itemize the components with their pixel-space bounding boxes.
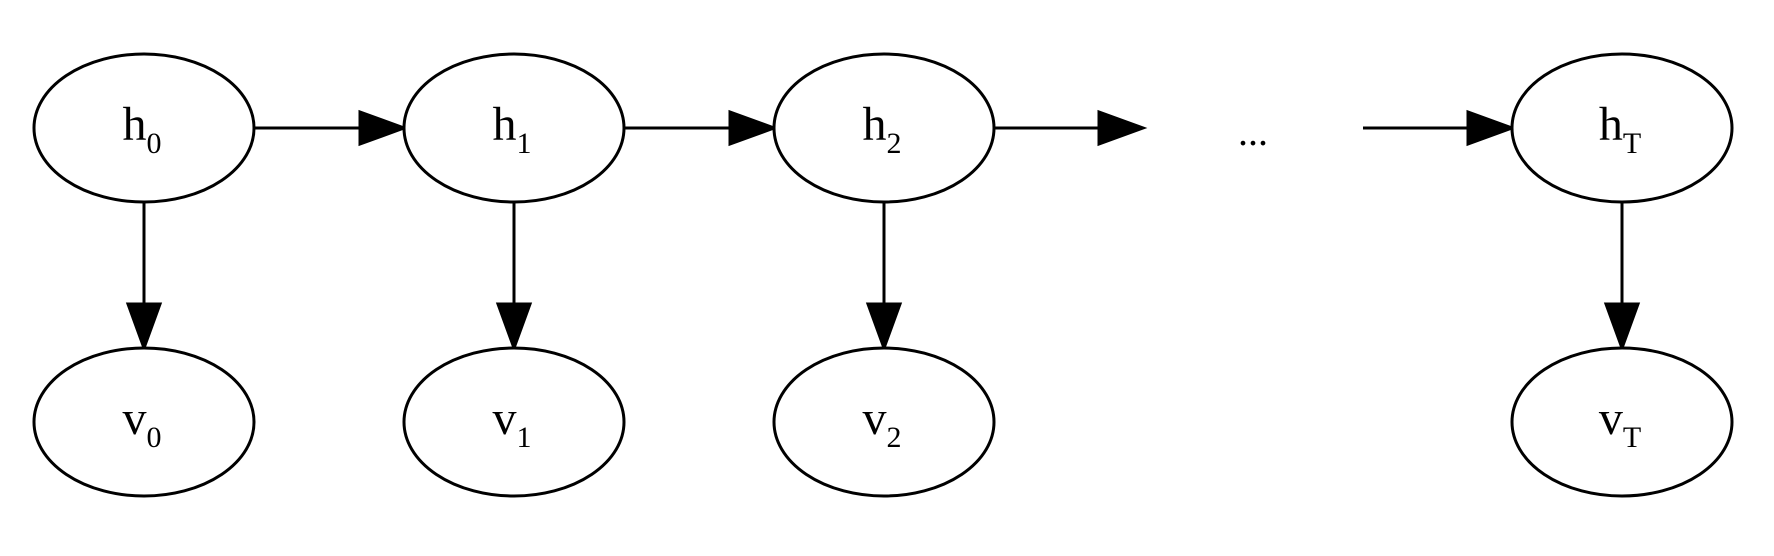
- node-h1: h1: [402, 52, 626, 204]
- node-v2-label: v2: [863, 392, 902, 454]
- node-v1-label: v1: [493, 392, 532, 454]
- edge-h1-to-h2: [624, 109, 779, 147]
- node-hT-label: hT: [1599, 98, 1641, 160]
- node-h1-shape: [402, 52, 626, 204]
- edge-h1-to-v1-arrowhead: [495, 302, 533, 353]
- node-v1-base: v: [493, 392, 517, 445]
- edge-h2-to-v2: [865, 202, 903, 353]
- node-hT: hT: [1510, 52, 1734, 204]
- node-vT-label: vT: [1599, 392, 1641, 454]
- node-v0-shape: [32, 346, 256, 498]
- node-h2-subscript: 2: [887, 127, 902, 160]
- node-v0-subscript: 0: [147, 421, 162, 454]
- node-v2-base: v: [863, 392, 887, 445]
- edge-h0-to-h1-arrowhead: [358, 109, 409, 147]
- node-v0: v0: [32, 346, 256, 498]
- edge-h1-to-v1: [495, 202, 533, 353]
- node-v2: v2: [772, 346, 996, 498]
- edge-h2-to-v2-arrowhead: [865, 302, 903, 353]
- node-h1-subscript: 1: [517, 127, 532, 160]
- edge-h1-to-h2-arrowhead: [728, 109, 779, 147]
- node-hT-shape: [1510, 52, 1734, 204]
- node-hT-base: h: [1599, 98, 1623, 151]
- node-h2: h2: [772, 52, 996, 204]
- ellipsis-label: ...: [1238, 109, 1268, 154]
- node-h2-shape: [772, 52, 996, 204]
- edge-h0-to-v0: [125, 202, 163, 353]
- node-v1: v1: [402, 346, 626, 498]
- node-h0: h0: [32, 52, 256, 204]
- edge-h0-to-h1: [254, 109, 409, 147]
- node-h2-base: h: [863, 98, 887, 151]
- edge-hT-to-vT-arrowhead: [1603, 302, 1641, 353]
- node-v1-subscript: 1: [517, 421, 532, 454]
- edge-hT-to-vT: [1603, 202, 1641, 353]
- node-h1-label: h1: [493, 98, 532, 160]
- edges-layer: [125, 109, 1641, 353]
- node-v1-shape: [402, 346, 626, 498]
- edge-ellipsis-to-hT-arrowhead: [1466, 109, 1517, 147]
- node-vT: vT: [1510, 346, 1734, 498]
- node-h2-label: h2: [863, 98, 902, 160]
- node-h0-shape: [32, 52, 256, 204]
- node-h0-base: h: [123, 98, 147, 151]
- node-v0-base: v: [123, 392, 147, 445]
- edge-h2-to-ellipsis: [994, 109, 1148, 147]
- node-v0-label: v0: [123, 392, 162, 454]
- node-vT-base: v: [1599, 392, 1623, 445]
- node-h1-base: h: [493, 98, 517, 151]
- node-hT-subscript: T: [1623, 127, 1641, 160]
- node-h0-subscript: 0: [147, 127, 162, 160]
- edge-ellipsis-to-hT: [1363, 109, 1517, 147]
- edge-h0-to-v0-arrowhead: [125, 302, 163, 353]
- node-v2-subscript: 2: [887, 421, 902, 454]
- node-h0-label: h0: [123, 98, 162, 160]
- edge-h2-to-ellipsis-arrowhead: [1097, 109, 1148, 147]
- node-v2-shape: [772, 346, 996, 498]
- node-vT-subscript: T: [1623, 421, 1641, 454]
- node-vT-shape: [1510, 346, 1734, 498]
